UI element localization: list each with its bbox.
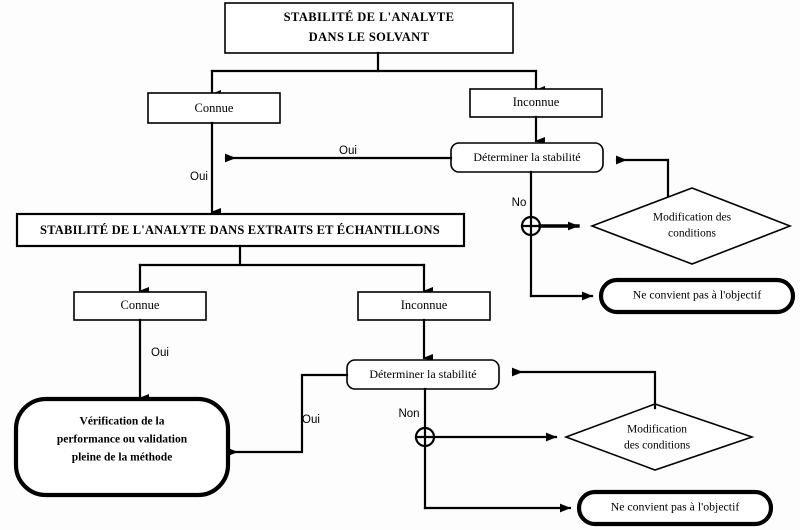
node-modification-bottom-line1: Modification [627, 424, 687, 436]
node-determiner-top-label: Déterminer la stabilité [473, 150, 580, 164]
node-determiner-top: Déterminer la stabilité [450, 142, 604, 173]
node-modification-top-line1: Modification des [653, 212, 732, 224]
connector-title-split [210, 51, 545, 98]
node-determiner-bottom: Déterminer la stabilité [346, 359, 500, 390]
edge-label-oui-bottom-left: Oui [302, 414, 320, 426]
node-connue-top: Connue [147, 92, 281, 124]
banner-extraits-echantillons: STABILITÉ DE L'ANALYTE DANS EXTRAITS ET … [15, 212, 466, 248]
title-line-2: DANS LE SOLVANT [309, 30, 430, 44]
connector-banner2-split [138, 244, 433, 295]
node-inconnue-top: Inconnue [469, 88, 603, 118]
node-inconnue-bottom: Inconnue [357, 291, 491, 321]
connector-non-bottom: Non [398, 387, 427, 510]
node-modification-bottom-line2: des conditions [624, 440, 691, 452]
node-modification-top-line2: conditions [668, 228, 716, 240]
title-line-1: STABILITÉ DE L'ANALYTE [284, 10, 455, 24]
node-connue-bottom-label: Connue [121, 298, 160, 312]
edge-label-non-top: No [512, 197, 527, 209]
node-verification-line3: pleine de la méthode [72, 452, 173, 464]
junction-circle-plus-bottom [414, 426, 436, 448]
node-verification-line1: Vérification de la [80, 416, 165, 428]
node-connue-bottom: Connue [73, 291, 207, 321]
connector-feedback-top [615, 155, 670, 198]
edge-label-oui-mid-left: Oui [151, 347, 169, 359]
connector-connue-top-down: Oui [190, 121, 221, 216]
node-ne-convient-bottom-label: Ne convient pas à l'objectif [611, 500, 740, 514]
node-verification: Vérification de la performance ou valida… [13, 396, 231, 498]
connector-oui-bottom-left: Oui [226, 373, 349, 457]
node-modification-bottom: Modification des conditions [563, 403, 755, 471]
connector-oui-mid-left: Oui [138, 318, 169, 402]
node-ne-convient-top-label: Ne convient pas à l'objectif [633, 288, 762, 302]
title-box-solvant: STABILITÉ DE L'ANALYTE DANS LE SOLVANT [224, 2, 514, 54]
node-inconnue-top-label: Inconnue [513, 95, 560, 109]
edge-label-oui-top-horizontal: Oui [339, 145, 357, 157]
node-inconnue-bottom-label: Inconnue [401, 298, 448, 312]
node-verification-line2: performance ou validation [57, 434, 188, 446]
connector-oui-top-horizontal: Oui [224, 145, 453, 163]
node-ne-convient-bottom: Ne convient pas à l'objectif [576, 489, 774, 527]
node-modification-top: Modification des conditions [589, 187, 793, 265]
node-ne-convient-top: Ne convient pas à l'objectif [598, 277, 796, 315]
banner-second-label: STABILITÉ DE L'ANALYTE DANS EXTRAITS ET … [40, 223, 440, 237]
junction-circle-plus-top [520, 215, 542, 237]
edge-label-oui-top-vertical: Oui [190, 171, 208, 183]
connector-feedback-bottom [511, 367, 657, 410]
edge-label-non-bottom: Non [398, 408, 419, 420]
node-determiner-bottom-label: Déterminer la stabilité [369, 367, 476, 381]
node-connue-top-label: Connue [195, 101, 234, 115]
